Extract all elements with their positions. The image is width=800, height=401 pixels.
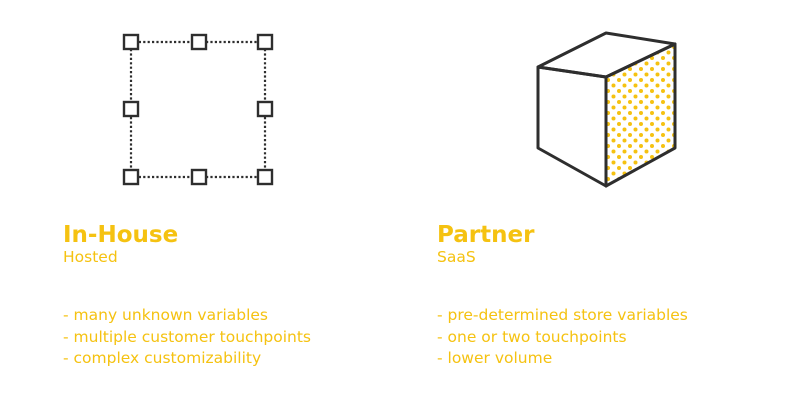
in-house-column: In-House Hosted - many unknown variables… bbox=[0, 0, 380, 401]
cube-icon bbox=[528, 22, 678, 197]
partner-bullet-list: - pre-determined store variables - one o… bbox=[437, 305, 688, 370]
list-item: - pre-determined store variables bbox=[437, 306, 688, 324]
list-item: - many unknown variables bbox=[63, 306, 269, 324]
partner-subtitle: SaaS bbox=[437, 248, 476, 266]
partner-column: Partner SaaS - pre-determined store vari… bbox=[400, 0, 780, 401]
in-house-title: In-House bbox=[63, 222, 179, 248]
in-house-bullet-list: - many unknown variables - multiple cust… bbox=[63, 305, 311, 370]
list-item: - lower volume bbox=[437, 349, 553, 367]
in-house-subtitle: Hosted bbox=[63, 248, 118, 266]
list-item: - complex customizability bbox=[63, 349, 262, 367]
partner-title: Partner bbox=[437, 222, 535, 248]
list-item: - multiple customer touchpoints bbox=[63, 327, 311, 346]
dashed-square-icon bbox=[112, 22, 282, 192]
list-item: - one or two touchpoints bbox=[437, 327, 627, 346]
